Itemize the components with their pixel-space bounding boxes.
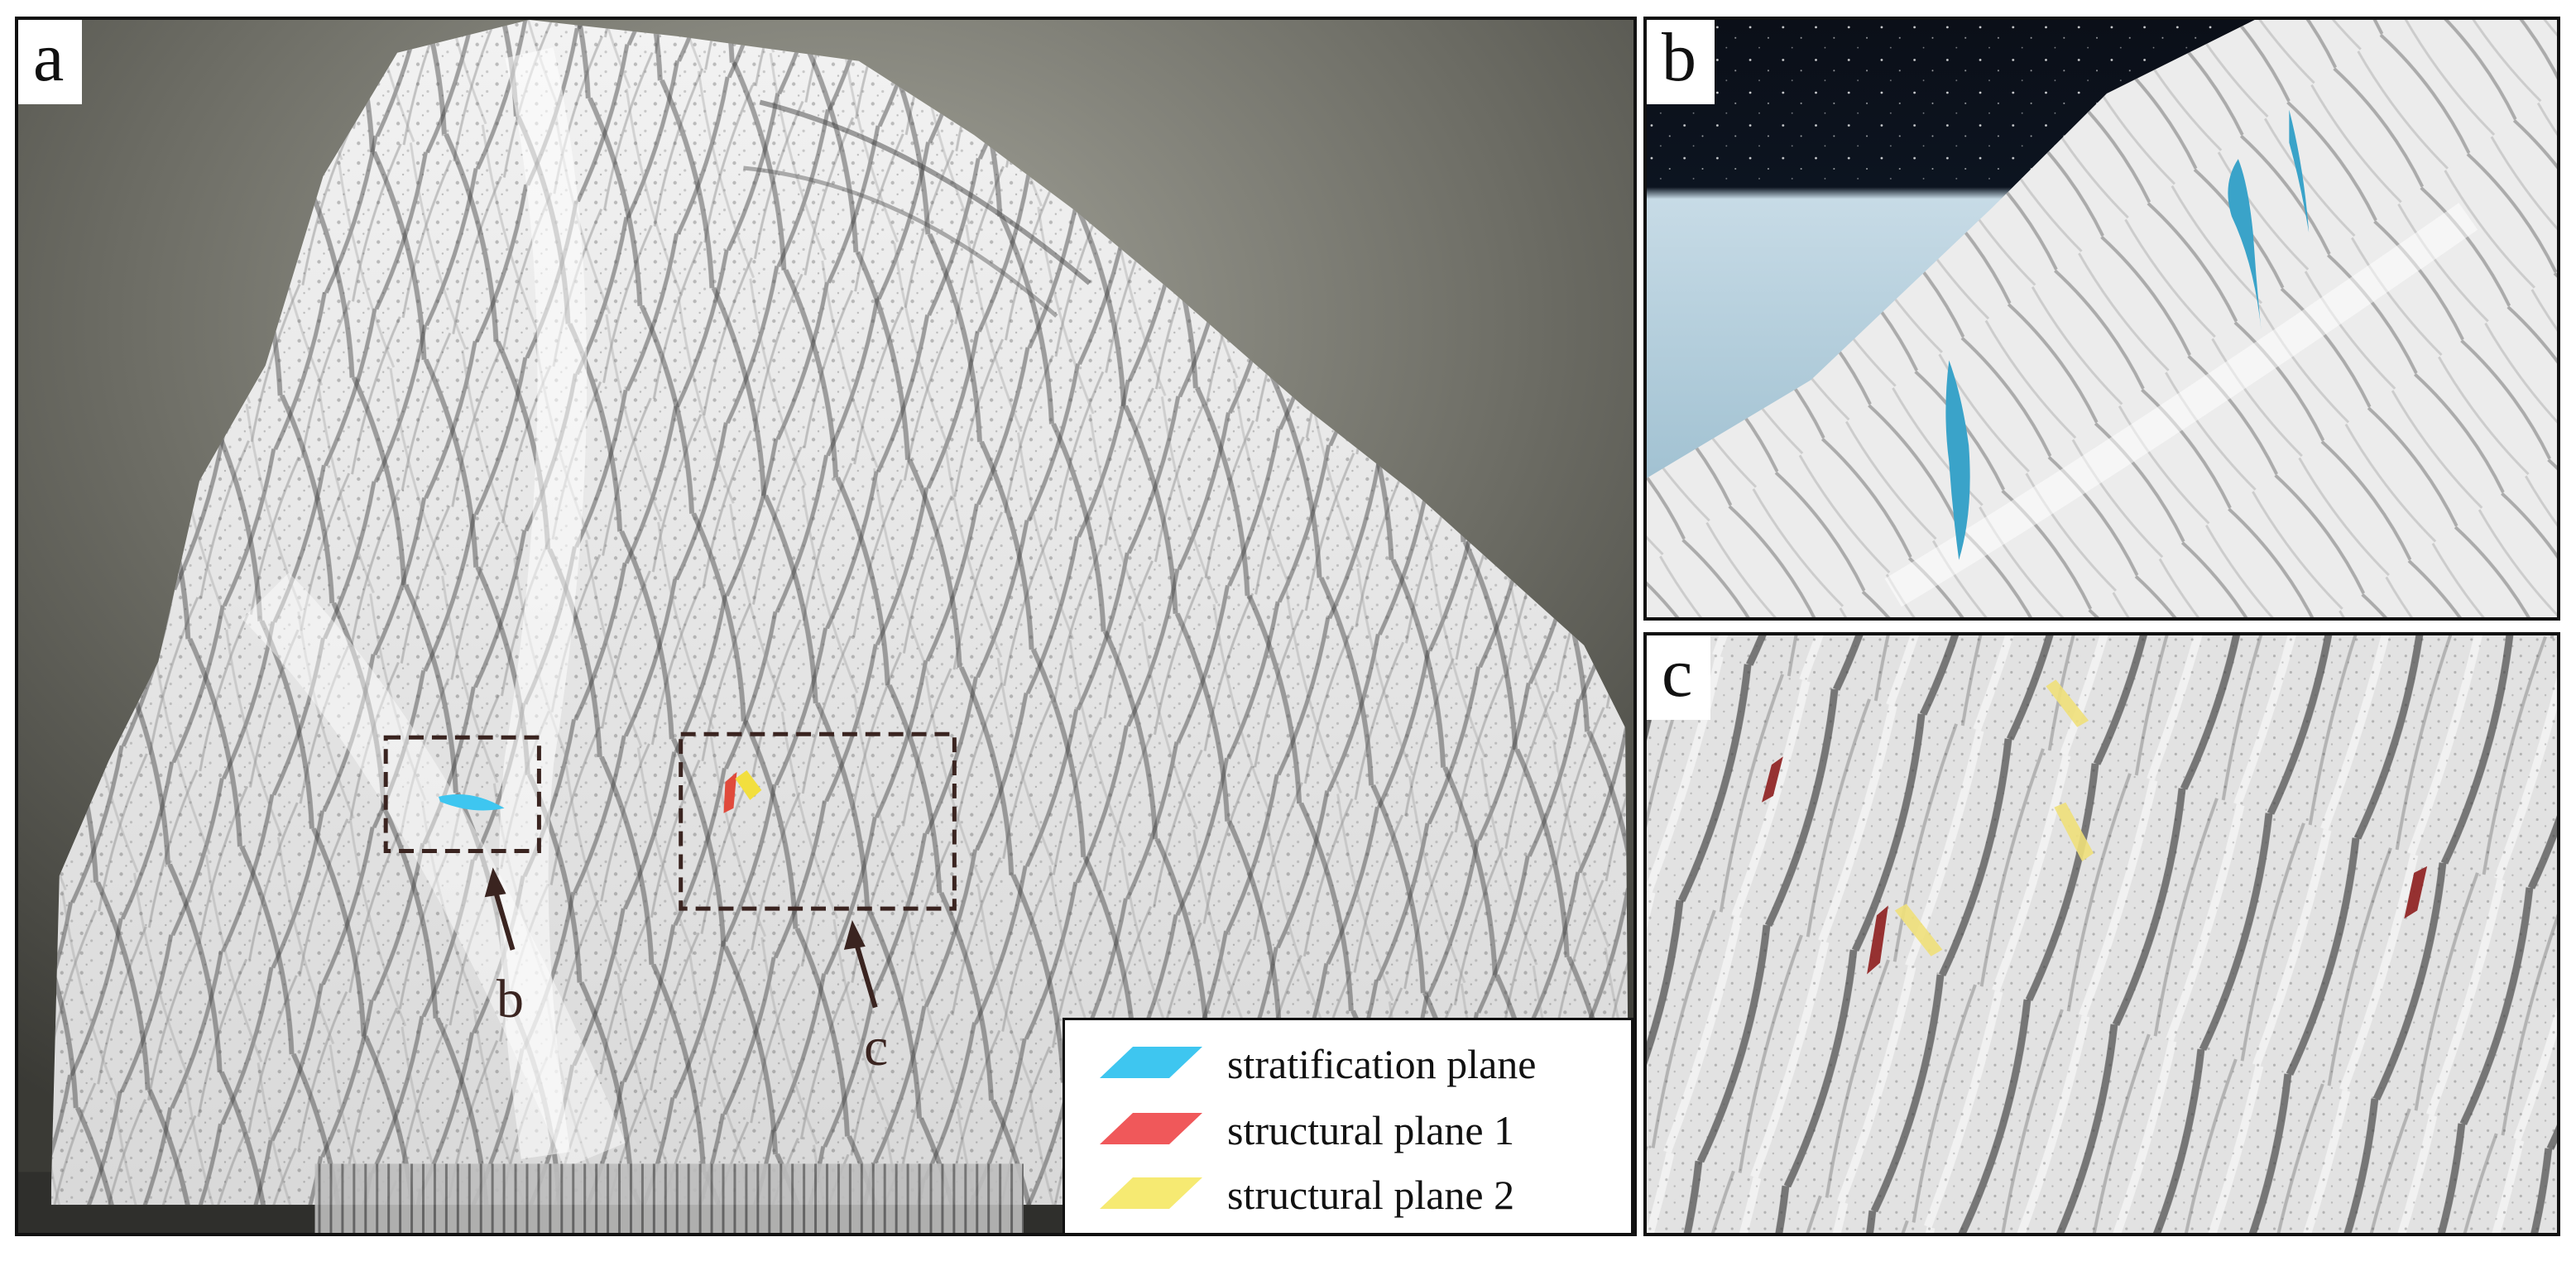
structural-plane-1-detail-2 [1867, 905, 1888, 975]
legend-item-structural-1: structural plane 1 [1082, 1101, 1628, 1159]
structural-plane-1-swatch [1100, 1113, 1202, 1144]
panel-label-c: c [1647, 635, 1711, 720]
legend-label: structural plane 2 [1227, 1172, 1515, 1218]
stratification-detail-image [1647, 20, 2557, 617]
structural-plane-1-detail-3 [2404, 865, 2428, 919]
stratification-plane-detail-1 [2228, 159, 2262, 331]
callout-box-c [679, 731, 957, 911]
legend-label: structural plane 1 [1227, 1107, 1515, 1153]
structural-plane-2-swatch [1100, 1177, 1202, 1209]
legend-item-stratification: stratification plane [1082, 1035, 1628, 1093]
structural-plane-2-detail-1 [2046, 679, 2089, 727]
structural-plane-2-marker [735, 770, 762, 800]
hillshade-overview-image [18, 20, 1633, 1233]
arrow-to-b [484, 867, 516, 951]
town-buildings [314, 1163, 1024, 1233]
legend-item-structural-2: structural plane 2 [1082, 1166, 1628, 1224]
callout-box-b [383, 735, 541, 854]
structural-plane-1-marker [723, 772, 737, 813]
panel-b-stratification-detail: b [1643, 17, 2560, 621]
arrow-to-c [843, 920, 878, 1009]
stratification-plane-detail-3 [1945, 360, 1970, 560]
stratification-plane-swatch [1100, 1047, 1202, 1078]
panel-c-structural-detail: c [1643, 632, 2560, 1236]
stratification-plane-marker [438, 794, 505, 811]
panel-label-b: b [1647, 20, 1715, 104]
structural-plane-2-detail-3 [1894, 904, 1943, 957]
panel-label-a: a [18, 20, 83, 104]
legend: stratification plane structural plane 1 … [1063, 1018, 1633, 1233]
panel-a-overview: a b c stratification plane structural pl… [15, 17, 1637, 1236]
legend-label: stratification plane [1227, 1041, 1537, 1087]
structural-detail-image [1647, 635, 2557, 1233]
callout-label-c: c [864, 1017, 889, 1077]
structural-plane-2-detail-2 [2054, 802, 2094, 861]
callout-label-b: b [496, 969, 524, 1029]
stratification-plane-detail-2 [2289, 109, 2310, 233]
slope-hillshade [1647, 20, 2557, 617]
structural-plane-1-detail-1 [1761, 756, 1783, 803]
